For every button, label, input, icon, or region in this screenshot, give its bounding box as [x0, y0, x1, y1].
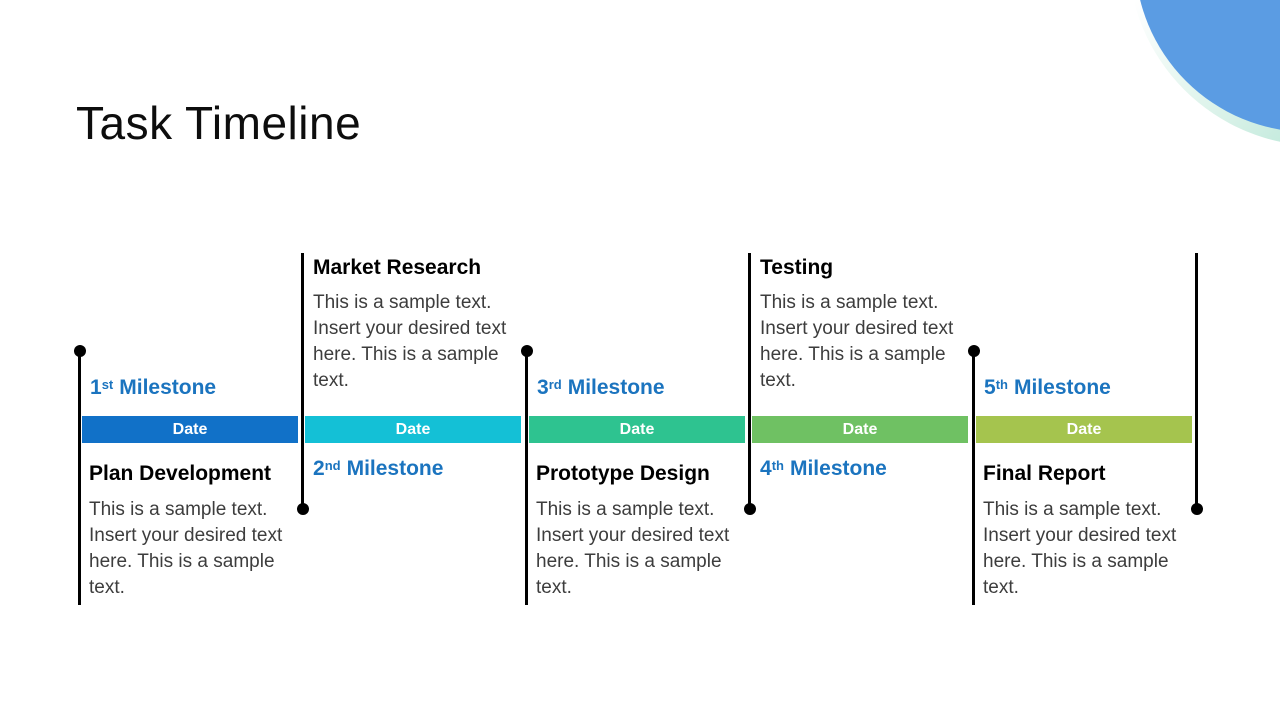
milestone-word: Milestone	[119, 376, 217, 399]
timeline-dot	[1191, 503, 1203, 515]
milestone-number: 4	[760, 457, 772, 480]
timeline-dot	[968, 345, 980, 357]
timeline-dot	[297, 503, 309, 515]
milestone-ordinal: st	[101, 377, 114, 393]
connector-line-6	[1195, 253, 1198, 509]
task-body-text: This is a sample text. Insert your desir…	[313, 292, 507, 391]
milestone-ordinal: nd	[324, 458, 341, 474]
connector-line-1	[78, 351, 81, 605]
date-bar-1: Date	[82, 416, 298, 443]
connector-line-2	[301, 253, 304, 509]
task-title-plan-development: Plan Development	[89, 462, 272, 485]
milestone-label-3: 3rd Milestone	[537, 376, 749, 400]
task-title-prototype-design: Prototype Design	[536, 462, 710, 485]
milestone-ordinal: rd	[548, 377, 562, 393]
date-bar-3: Date	[529, 416, 745, 443]
milestone-number: 5	[984, 376, 996, 399]
milestone-ordinal: th	[995, 377, 1008, 393]
milestone-number: 1	[90, 376, 102, 399]
timeline-dot	[521, 345, 533, 357]
milestone-label-5: 5th Milestone	[984, 376, 1196, 400]
task-body-text: This is a sample text. Insert your desir…	[983, 499, 1177, 598]
milestone-number: 3	[537, 376, 549, 399]
connector-line-5	[972, 351, 975, 605]
task-title-final-report: Final Report	[983, 462, 1106, 485]
milestone-word: Milestone	[789, 457, 887, 480]
timeline-dot	[74, 345, 86, 357]
date-bar-5: Date	[976, 416, 1192, 443]
task-body-text: This is a sample text. Insert your desir…	[536, 499, 730, 598]
task-body-text: This is a sample text. Insert your desir…	[760, 292, 954, 391]
milestone-label-4: 4th Milestone	[760, 457, 972, 481]
timeline-dot	[744, 503, 756, 515]
milestone-label-2: 2nd Milestone	[313, 457, 525, 481]
page-title: Task Timeline	[76, 97, 362, 149]
milestone-number: 2	[313, 457, 325, 480]
corner-circle-decoration	[1135, 0, 1280, 132]
date-bar-2: Date	[305, 416, 521, 443]
connector-line-3	[525, 351, 528, 605]
connector-line-4	[748, 253, 751, 509]
task-title-testing: Testing	[760, 256, 834, 279]
milestone-word: Milestone	[346, 457, 444, 480]
milestone-word: Milestone	[567, 376, 665, 399]
task-body-text: This is a sample text. Insert your desir…	[89, 499, 283, 598]
milestone-ordinal: th	[771, 458, 784, 474]
milestone-label-1: 1st Milestone	[90, 376, 302, 400]
milestone-word: Milestone	[1013, 376, 1111, 399]
task-title-market-research: Market Research	[313, 256, 482, 279]
date-bar-4: Date	[752, 416, 968, 443]
